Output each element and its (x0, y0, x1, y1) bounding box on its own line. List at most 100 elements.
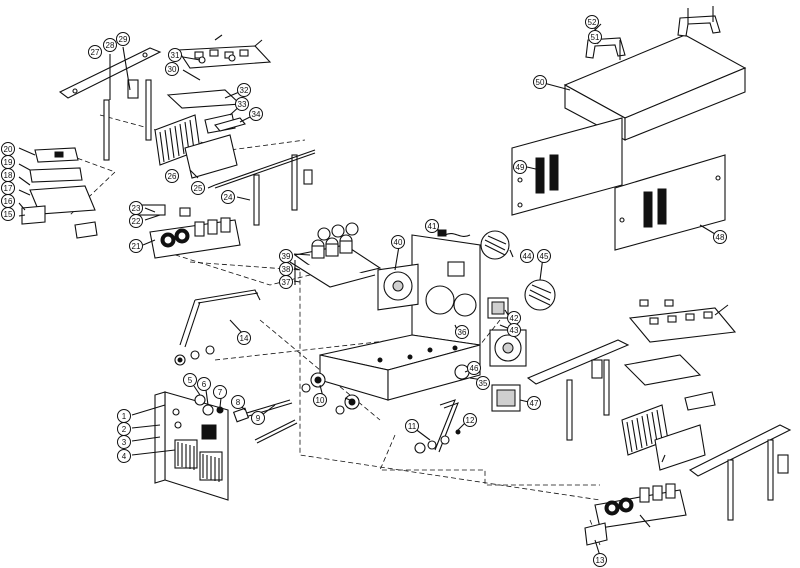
callout-17: 17 (1, 181, 15, 195)
callout-circle (251, 411, 265, 425)
top-pcb-board (177, 34, 272, 69)
callout-36: 36 (455, 325, 469, 339)
callout-9: 9 (251, 411, 265, 425)
callout-15: 15 (1, 207, 15, 221)
callout-number: 43 (510, 326, 519, 335)
callout-number: 19 (4, 158, 13, 167)
callout-30: 30 (165, 62, 179, 76)
callout-41: 41 (425, 219, 439, 233)
callout-8: 8 (231, 395, 245, 409)
callout-circle (237, 331, 251, 345)
callout-number: 28 (106, 41, 115, 50)
callout-number: 18 (4, 171, 13, 180)
callout-3: 3 (117, 435, 131, 449)
callout-number: 32 (240, 86, 249, 95)
callout-12: 12 (463, 413, 477, 427)
callout-number: 47 (530, 399, 539, 408)
callout-33: 33 (235, 97, 249, 111)
callout-2: 2 (117, 422, 131, 436)
callout-circle (235, 97, 249, 111)
callout-number: 11 (408, 422, 417, 431)
heatsink-left (154, 113, 238, 179)
callout-number: 49 (516, 163, 525, 172)
callout-40: 40 (391, 235, 405, 249)
callout-number: 25 (194, 184, 203, 193)
callout-number: 29 (119, 35, 128, 44)
callout-10: 10 (313, 393, 327, 407)
callout-number: 4 (122, 452, 127, 461)
fan-grill-41 (524, 279, 556, 311)
callout-1: 1 (117, 409, 131, 423)
callout-circle (405, 419, 419, 433)
callout-37: 37 (279, 275, 293, 289)
callout-7: 7 (213, 385, 227, 399)
callout-number: 12 (466, 416, 475, 425)
callout-number: 39 (282, 252, 291, 261)
callout-38: 38 (279, 262, 293, 276)
callout-number: 8 (236, 398, 241, 407)
capacitor-board (289, 222, 382, 288)
callout-number: 3 (122, 438, 127, 447)
callout-number: 52 (588, 18, 597, 27)
callout-52: 52 (585, 15, 599, 29)
callout-circle (279, 249, 293, 263)
callout-circle (213, 385, 227, 399)
callout-number: 7 (218, 388, 223, 397)
side-panel-stack (21, 147, 98, 239)
callout-26: 26 (165, 169, 179, 183)
callout-circle (191, 181, 205, 195)
callout-number: 14 (240, 334, 249, 343)
callout-number: 36 (458, 328, 467, 337)
callout-circle (588, 30, 602, 44)
callout-31: 31 (168, 48, 182, 62)
callout-4: 4 (117, 449, 131, 463)
callout-circle (168, 48, 182, 62)
callout-48: 48 (713, 230, 727, 244)
terminal-nuts-left (174, 345, 215, 366)
transformer-47 (491, 384, 521, 412)
callout-16: 16 (1, 194, 15, 208)
insulation-sheet-top (166, 89, 242, 109)
callout-number: 6 (202, 380, 207, 389)
fan-grill-39 (480, 230, 510, 260)
callout-number: 5 (188, 376, 193, 385)
callout-number: 10 (316, 396, 325, 405)
fan-45 (489, 329, 527, 367)
callout-20: 20 (1, 142, 15, 156)
callout-number: 34 (252, 110, 261, 119)
side-panel-right (614, 154, 726, 251)
insulation-sheet-right (623, 354, 702, 386)
callout-51: 51 (588, 30, 602, 44)
callout-number: 27 (91, 48, 100, 57)
callout-number: 26 (168, 172, 177, 181)
output-terminals-10 (301, 372, 360, 415)
power-module-21 (134, 204, 241, 259)
callout-number: 13 (596, 556, 605, 565)
callout-32: 32 (237, 83, 251, 97)
callout-circle (117, 449, 131, 463)
callout-number: 48 (716, 233, 725, 242)
main-chassis (319, 234, 481, 401)
callout-circle (527, 396, 541, 410)
callout-34: 34 (249, 107, 263, 121)
callout-circle (237, 83, 251, 97)
fan-38 (377, 263, 419, 311)
small-plate-right (303, 169, 313, 185)
callout-39: 39 (279, 249, 293, 263)
callout-number: 1 (122, 412, 127, 421)
callout-28: 28 (103, 38, 117, 52)
callout-number: 38 (282, 265, 291, 274)
callout-circle (249, 107, 263, 121)
callout-number: 17 (4, 184, 13, 193)
callout-circle (467, 361, 481, 375)
callout-number: 42 (510, 314, 519, 323)
callout-45: 45 (537, 249, 551, 263)
power-cord-40 (437, 229, 471, 237)
callout-number: 24 (224, 193, 233, 202)
callout-number: 51 (591, 33, 600, 42)
callout-number: 45 (540, 252, 549, 261)
callout-circle (520, 249, 534, 263)
callout-21: 21 (129, 239, 143, 253)
callout-number: 31 (171, 51, 180, 60)
